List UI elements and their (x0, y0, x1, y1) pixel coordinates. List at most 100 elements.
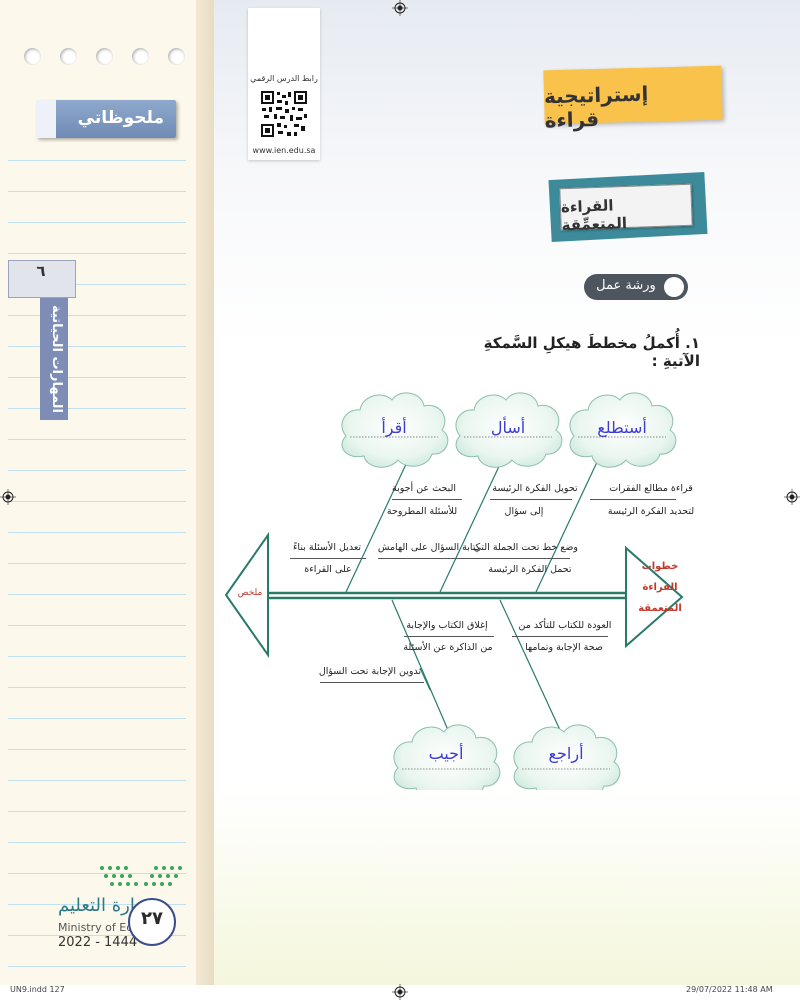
ruled-line (8, 532, 186, 533)
bone-answer (391, 599, 449, 731)
question-1: ١. أُكملُ مخططَ هيكلِ السَّمكةِ الآتيةِ … (483, 334, 700, 370)
bone-ask (439, 459, 503, 593)
branch-underline (290, 558, 366, 559)
cloud-ask (455, 392, 563, 468)
ruled-line (8, 625, 186, 626)
cloud-label-answer: أجيب (428, 744, 464, 763)
ruled-line (8, 904, 186, 905)
ruled-line (8, 253, 186, 254)
binder-hole-icon (168, 48, 185, 65)
branch-text: كتابة السؤال على الهامش (377, 542, 481, 553)
bone-review (499, 599, 561, 731)
ministry-logo-icon (96, 862, 192, 892)
branch-text: لتحديد الفكرة الرئيسة (607, 506, 695, 517)
ruled-line (8, 749, 186, 750)
branch-text: العودة للكتاب للتأكد من (518, 620, 612, 631)
branch-text: إغلاق الكتاب والإجابة (406, 620, 488, 631)
fishbone-head-shape (625, 545, 684, 649)
cloud-label-survey: أستطلع (597, 418, 647, 437)
binder-hole-icon (24, 48, 41, 65)
branch-text: تعديل الأسئلة بناءً (292, 542, 362, 553)
notebook-spine (196, 0, 214, 985)
section-title-card: القراءة المتعمِّقة (559, 183, 693, 234)
ruled-line (8, 656, 186, 657)
notes-title: ملحوظاتي (77, 108, 164, 128)
cloud-label-review: أراجع (548, 744, 584, 763)
branch-text: قراءة مطالع الفقرات (609, 483, 693, 494)
ruled-line (8, 315, 186, 316)
ruled-line (8, 470, 186, 471)
page-number-badge (128, 898, 176, 946)
main-page-area (214, 0, 800, 985)
fishbone-tail-label: ملخص (237, 588, 263, 598)
binder-hole-icon (96, 48, 113, 65)
binder-hole-icon (60, 48, 77, 65)
cloud-label-ask: أسأل (490, 418, 526, 437)
ruled-line (8, 191, 186, 192)
strategy-title: إستراتيجية قراءة (543, 81, 649, 133)
workshop-label: ورشة عمل (596, 278, 656, 293)
branch-text: تدوين الإجابة تحت السؤال (318, 666, 422, 677)
ruled-line (8, 222, 186, 223)
registration-mark-icon (392, 0, 408, 16)
branch-text: من الذاكرة عن الأسئلة (403, 642, 493, 653)
ministry-year: 2022 - 1444 (58, 935, 138, 950)
ruled-line (8, 780, 186, 781)
branch-text: صحة الإجابة وتمامها (525, 642, 603, 653)
branch-underline (392, 499, 462, 500)
qr-label: رابط الدرس الرقمي (250, 74, 318, 83)
cloud-survey (569, 392, 677, 468)
branch-text: البحث عن أجوبة (392, 483, 456, 494)
unit-number: ٦ (36, 262, 46, 280)
fishbone-tail-shape (224, 531, 269, 659)
ministry-name-arabic: وزارة التعليم (58, 895, 153, 916)
fishbone-diagram (224, 392, 684, 790)
branch-underline (478, 558, 570, 559)
cloud-review (513, 724, 621, 790)
page-number: ٢٧ (141, 908, 163, 929)
bone-survey (535, 459, 599, 593)
branch-text: تحمل الفكرة الرئيسة (488, 564, 572, 575)
branch-underline (320, 682, 424, 683)
notes-title-tab: ملحوظاتي (36, 100, 176, 138)
ruled-line (8, 842, 186, 843)
notes-panel (0, 0, 214, 985)
ruled-line (8, 811, 186, 812)
workshop-circle-icon (664, 277, 684, 297)
unit-label-tab (40, 298, 68, 420)
cloud-read (341, 392, 449, 468)
branch-text: على القراءة (304, 564, 352, 575)
ruled-line (8, 935, 186, 936)
cloud-answer (393, 724, 501, 790)
notes-ruled-lines (0, 0, 214, 985)
branch-underline (404, 636, 494, 637)
unit-label: المهارات الحياتية (49, 304, 64, 413)
ruled-line (8, 284, 186, 285)
ruled-line (8, 966, 186, 967)
qr-url[interactable]: www.ien.edu.sa (252, 146, 316, 155)
unit-number-box (8, 260, 76, 298)
qr-code-icon[interactable] (260, 90, 308, 138)
ruled-line (8, 873, 186, 874)
binder-hole-icon (132, 48, 149, 65)
branch-text: وضع خط تحت الجملة التي (473, 542, 579, 553)
print-footer-right: 29/07/2022 11:48 AM (686, 985, 773, 994)
strategy-title-banner: إستراتيجية قراءة (543, 65, 723, 132)
print-footer-left: UN9.indd 127 (10, 985, 65, 994)
ruled-line (8, 594, 186, 595)
cloud-label-read: أقرأ (381, 418, 407, 437)
registration-mark-icon (0, 489, 16, 505)
ruled-line (8, 439, 186, 440)
ruled-line (8, 160, 186, 161)
branch-text: إلى سؤال (504, 506, 544, 517)
branch-underline (512, 636, 608, 637)
ruled-line (8, 687, 186, 688)
ruled-line (8, 501, 186, 502)
ruled-line (8, 408, 186, 409)
ruled-line (8, 377, 186, 378)
fishbone-head-label: خطوات القراءة المتعمقة (638, 561, 682, 614)
ruled-line (8, 563, 186, 564)
branch-text: للأسئلة المطروحة (386, 506, 458, 517)
branch-text: تحويل الفكرة الرئيسة (492, 483, 578, 494)
ruled-line (8, 718, 186, 719)
